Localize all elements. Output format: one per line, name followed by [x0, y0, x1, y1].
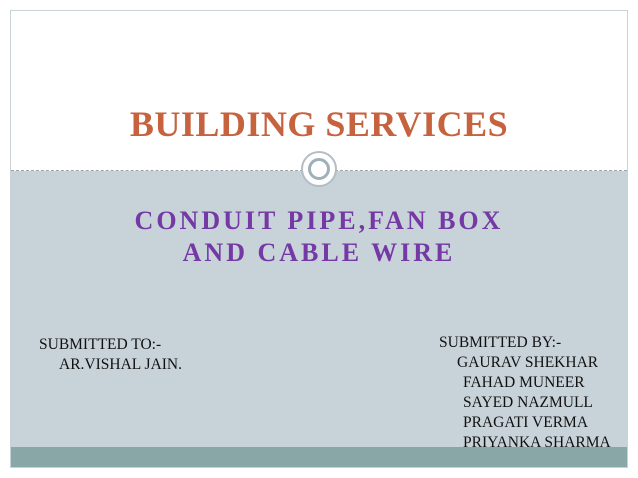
lower-panel — [11, 171, 627, 447]
subtitle-line-2: AND CABLE WIRE — [182, 238, 456, 267]
footer-bar — [11, 447, 627, 467]
member-name: GAURAV SHEKHAR — [457, 354, 599, 371]
submitted-by-block: SUBMITTED BY:- GAURAV SHEKHAR FAHAD MUNE… — [439, 333, 611, 453]
submitted-to-label: SUBMITTED TO:- — [39, 336, 162, 353]
member-name: SAYED NAZMULL — [463, 394, 593, 411]
slide-title: BUILDING SERVICES — [129, 104, 509, 144]
circle-ornament-inner — [308, 158, 330, 180]
member-name: PRIYANKA SHARMA — [463, 434, 611, 451]
submitted-to-block: SUBMITTED TO:- AR.VISHAL JAIN. — [39, 335, 182, 375]
member-name: PRAGATI VERMA — [463, 414, 589, 431]
slide-subtitle: CONDUIT PIPE,FAN BOX AND CABLE WIRE — [11, 205, 627, 269]
submitted-by-label: SUBMITTED BY:- — [439, 334, 562, 351]
subtitle-line-1: CONDUIT PIPE,FAN BOX — [134, 206, 504, 235]
title-slide: BUILDING SERVICES CONDUIT PIPE,FAN BOX A… — [10, 10, 628, 468]
member-name: FAHAD MUNEER — [463, 374, 585, 391]
upper-panel — [11, 11, 627, 171]
circle-ornament-icon — [301, 151, 337, 187]
submitted-to-name: AR.VISHAL JAIN. — [59, 356, 182, 373]
